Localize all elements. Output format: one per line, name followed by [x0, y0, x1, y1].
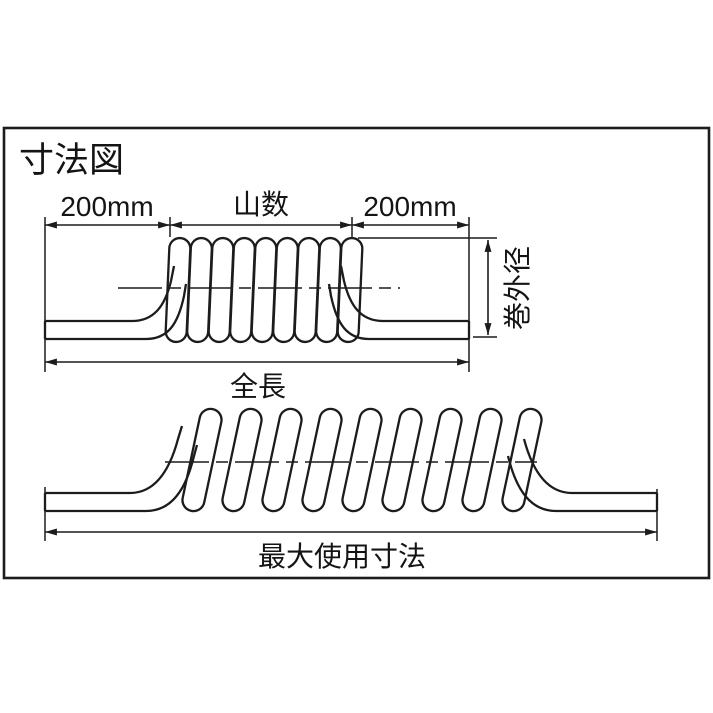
coil-loop: [261, 407, 303, 513]
coil-loop: [501, 407, 543, 513]
coil-loop: [181, 407, 223, 513]
coil-loop: [341, 407, 383, 513]
diagram-frame: [2, 126, 711, 580]
dim-label-right-lead: 200mm: [363, 191, 456, 222]
bottom-coil-loops: [181, 407, 543, 513]
dim-label-max-usage-length: 最大使用寸法: [258, 541, 426, 572]
dim-label-coil-count: 山数: [233, 189, 289, 220]
coil-loop: [336, 236, 364, 344]
dim-label-coil-outer-diameter: 巻外径: [502, 246, 533, 330]
dim-label-total-length: 全長: [230, 371, 286, 402]
bottom-hose-tails: [43, 425, 659, 513]
top-dimension-lines: [45, 221, 492, 366]
top-hose-tails: [43, 265, 471, 341]
coil-loop: [381, 407, 423, 513]
bottom-stretched-coil-drawing: 最大使用寸法: [43, 407, 659, 572]
coil-loop: [461, 407, 503, 513]
diagram-title: 寸法図: [19, 141, 124, 180]
bottom-extension-lines: [44, 487, 658, 541]
coil-loop: [301, 407, 343, 513]
top-extension-lines: [44, 217, 497, 372]
coil-loop: [221, 407, 263, 513]
coil-loop: [421, 407, 463, 513]
dim-label-left-lead: 200mm: [60, 191, 153, 222]
top-coil-loops: [164, 236, 364, 344]
top-compressed-coil-drawing: 200mm 山数 200mm 巻外径 全長: [43, 189, 533, 402]
